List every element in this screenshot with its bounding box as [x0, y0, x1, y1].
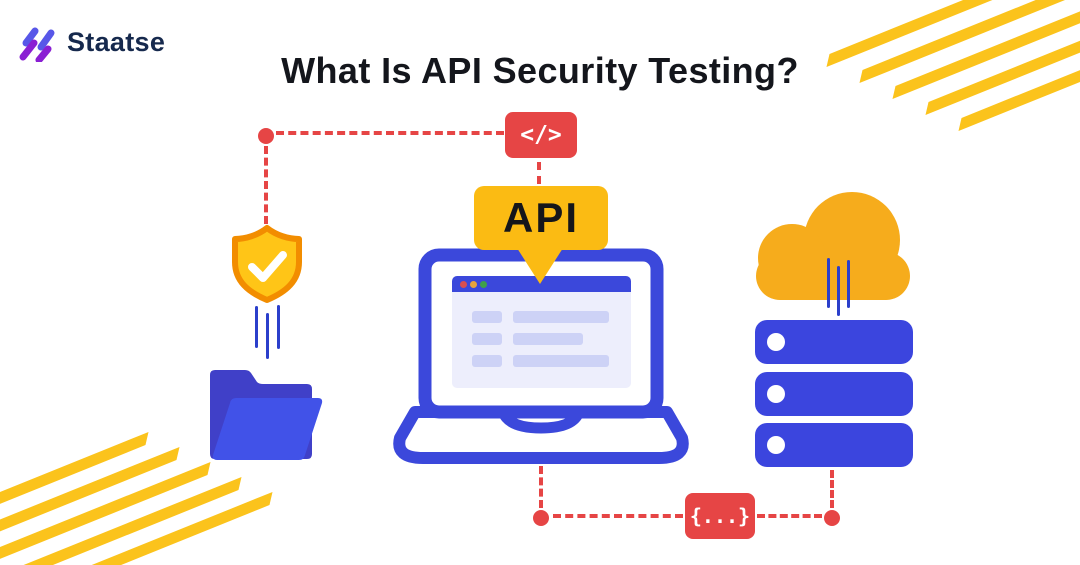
- page-title: What Is API Security Testing?: [281, 50, 799, 91]
- connector-node-dot: [258, 128, 274, 144]
- server-light: [767, 333, 785, 351]
- browser-titlebar: [452, 276, 631, 292]
- window-dot-red: [460, 281, 467, 288]
- browser-content: [452, 292, 631, 388]
- server-light: [767, 436, 785, 454]
- folder-icon: [210, 370, 323, 460]
- connector-line: [539, 466, 543, 508]
- server-light: [767, 385, 785, 403]
- brand-name: Staatse: [67, 26, 166, 57]
- connector-line: [830, 470, 834, 508]
- braces-icon: {...}: [689, 504, 751, 528]
- security-shield-icon: [232, 225, 302, 303]
- connector-node-dot: [533, 510, 549, 526]
- motion-line: [837, 266, 840, 316]
- connector-line: [553, 514, 683, 518]
- code-chip: </>: [505, 112, 577, 158]
- skeleton-bar: [513, 355, 609, 367]
- connector-node-dot: [824, 510, 840, 526]
- skeleton-bar: [513, 311, 609, 323]
- window-dot-green: [480, 281, 487, 288]
- server-rack-unit: [755, 423, 913, 467]
- motion-line: [847, 260, 850, 308]
- skeleton-bar: [472, 355, 502, 367]
- skeleton-bar: [472, 311, 502, 323]
- connector-line: [757, 514, 822, 518]
- motion-line: [255, 306, 258, 348]
- server-rack-unit: [755, 372, 913, 416]
- api-bubble-pointer: [517, 248, 563, 284]
- api-label-bubble: API: [474, 186, 608, 250]
- connector-line: [264, 146, 268, 224]
- motion-line: [266, 313, 269, 359]
- cloud-icon: [756, 192, 910, 300]
- server-rack-unit: [755, 320, 913, 364]
- window-dot-yellow: [470, 281, 477, 288]
- code-icon: </>: [520, 122, 562, 148]
- skeleton-bar: [513, 333, 583, 345]
- skeleton-bar: [472, 333, 502, 345]
- motion-line: [277, 305, 280, 349]
- api-label: API: [502, 194, 579, 241]
- brand-logo: Staatse: [18, 22, 165, 62]
- braces-chip: {...}: [685, 493, 755, 539]
- staatse-slash-icon: [19, 27, 55, 62]
- browser-window: [452, 276, 631, 388]
- connector-line: [537, 162, 541, 184]
- connector-line: [276, 131, 504, 135]
- motion-line: [827, 258, 830, 308]
